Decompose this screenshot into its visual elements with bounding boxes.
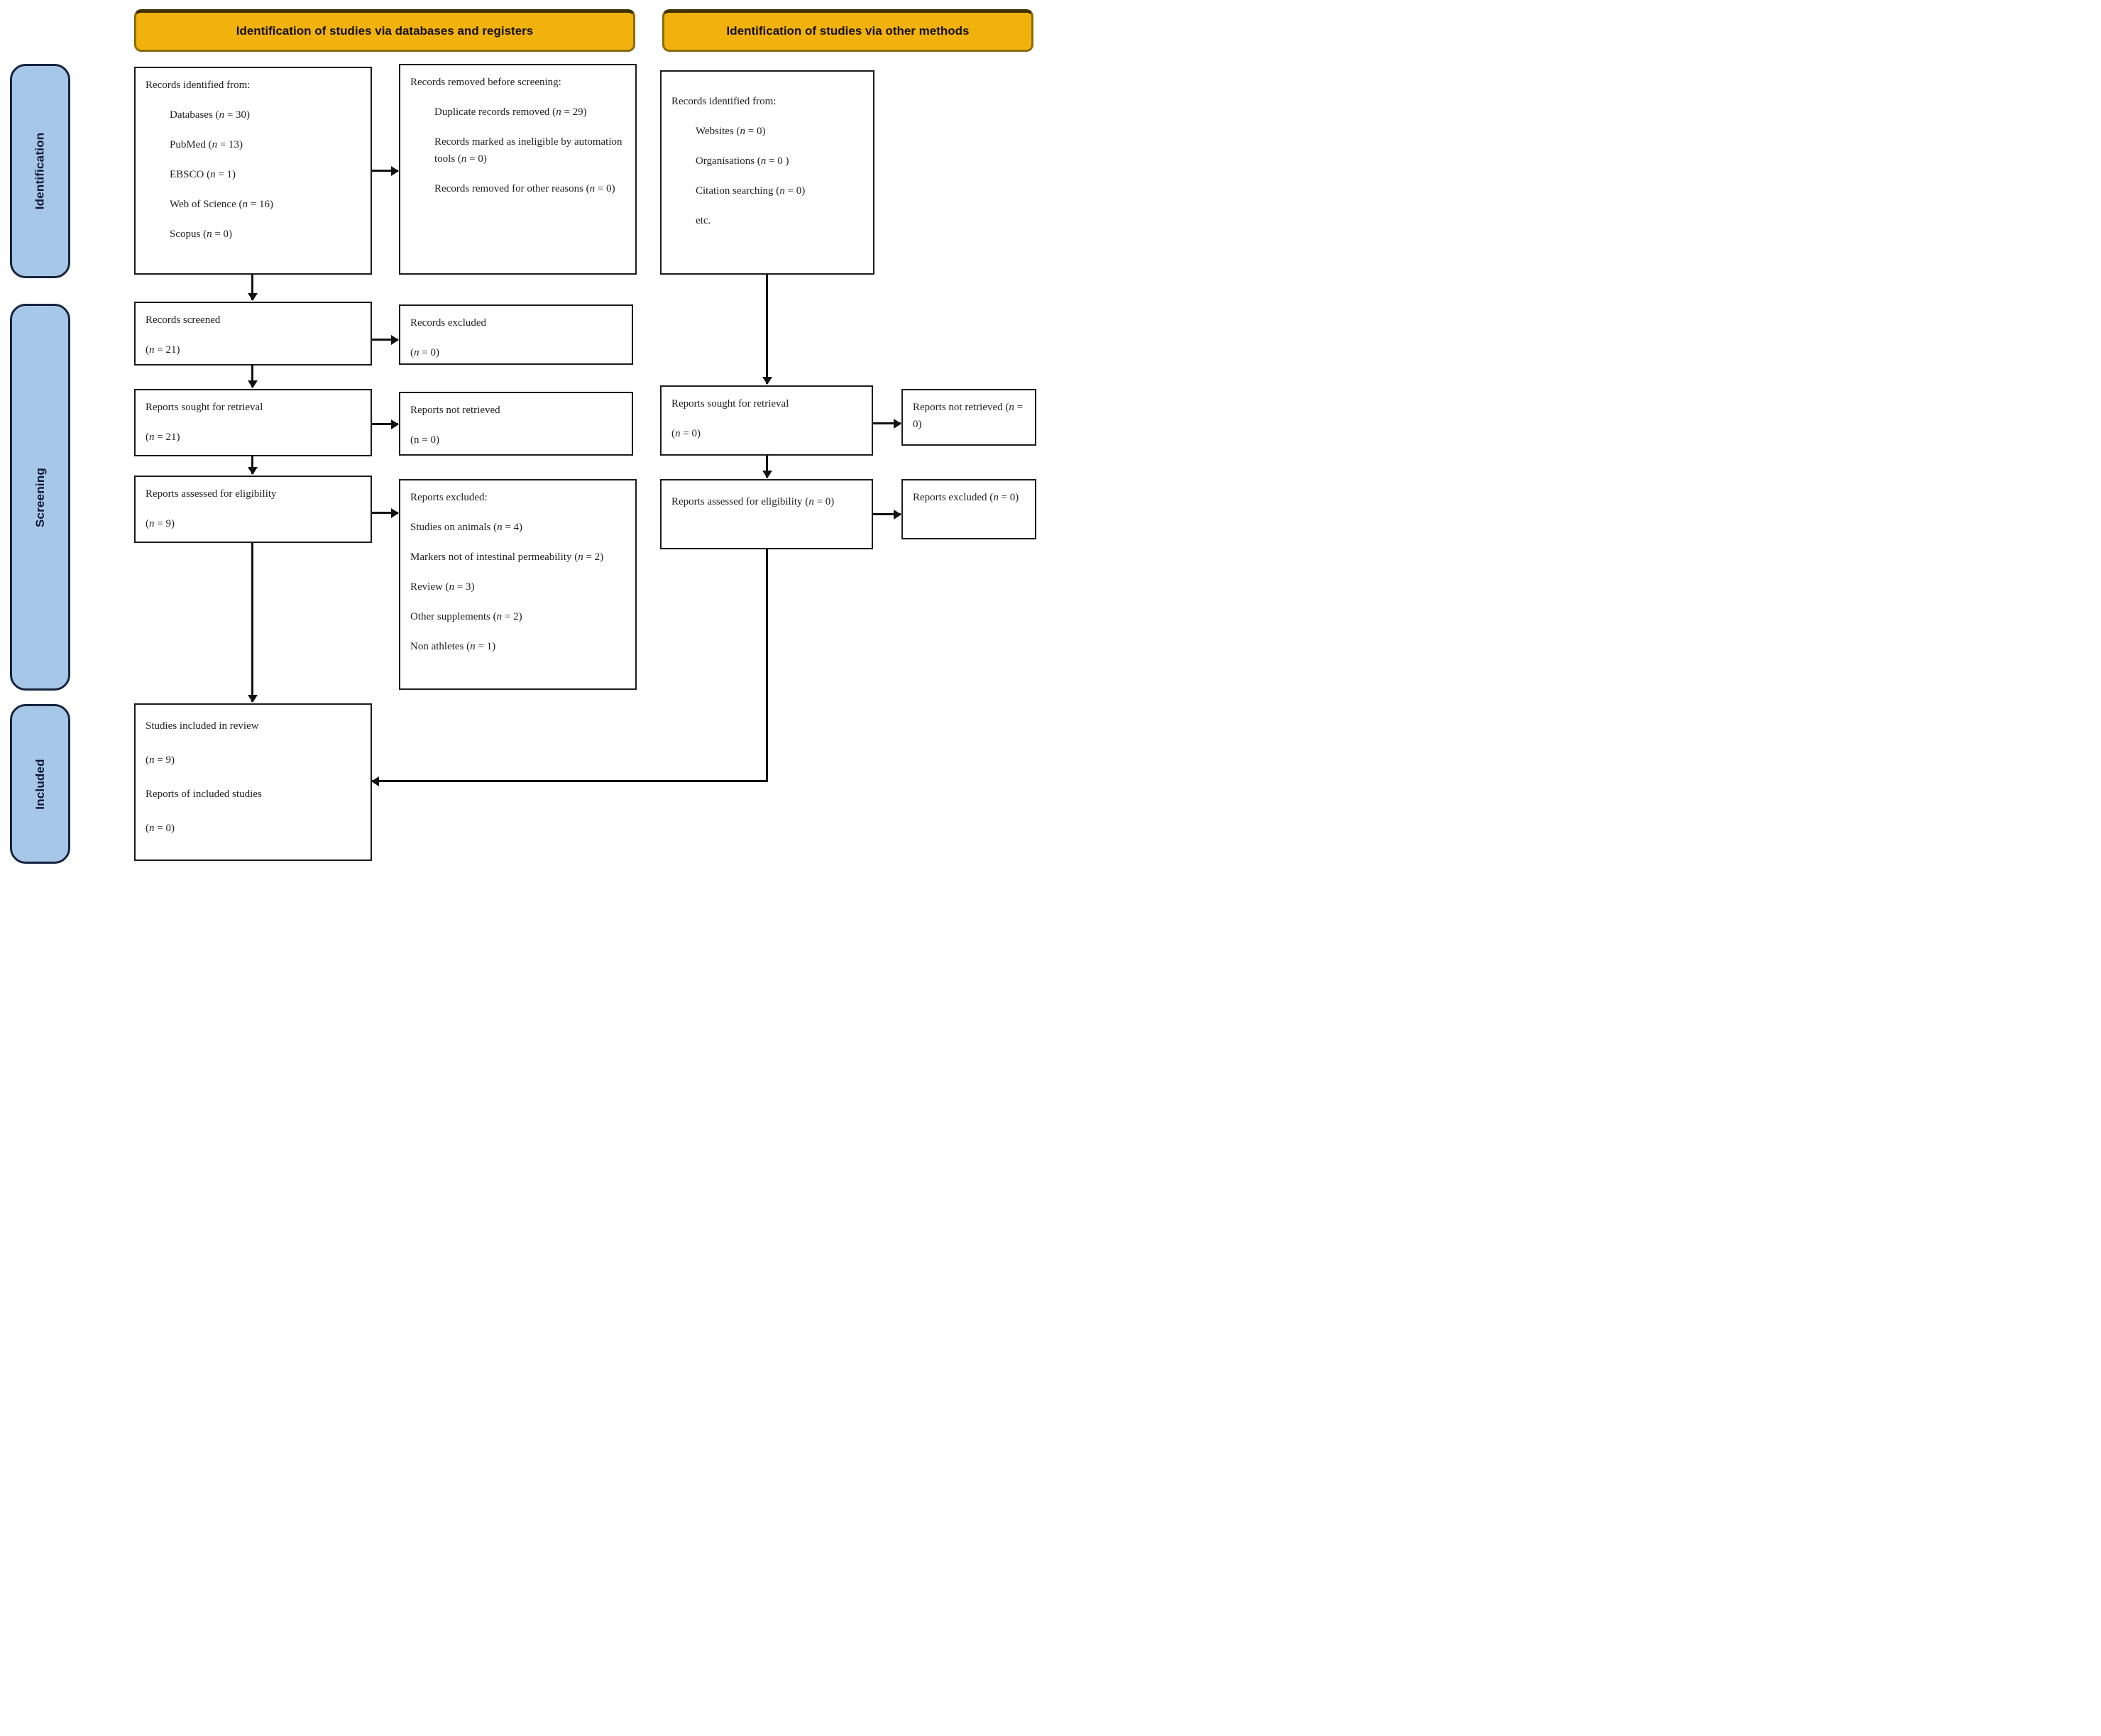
box-line: Scopus (n = 0)	[170, 229, 233, 240]
arrow-assessed-to-included	[251, 543, 253, 702]
box-line: (n = 9)	[146, 754, 175, 766]
arrow-other-identified-to-sought	[766, 275, 768, 384]
stage-identification-label: Identification	[33, 132, 47, 210]
box-reports-not-retrieved-databases: Reports not retrieved (n = 0)	[399, 392, 633, 456]
box-records-removed-before-screening: Records removed before screening: Duplic…	[399, 64, 637, 275]
arrow-screened-to-excluded	[372, 339, 398, 341]
box-line: Web of Science (n = 16)	[170, 199, 273, 210]
arrow-sought-to-not-retrieved	[372, 423, 398, 425]
box-line: Reports not retrieved	[410, 405, 500, 416]
stage-screening-label: Screening	[33, 467, 47, 527]
box-line: EBSCO (n = 1)	[170, 169, 236, 180]
box-line: Records excluded	[410, 317, 487, 329]
box-reports-sought-other: Reports sought for retrieval (n = 0)	[660, 385, 873, 456]
box-line: Review (n = 3)	[410, 581, 475, 593]
box-records-screened: Records screened (n = 21)	[134, 302, 372, 366]
box-line: (n = 0)	[146, 823, 175, 834]
arrow-identified-to-removed	[372, 170, 398, 172]
box-records-identified-databases: Records identified from: Databases (n = …	[134, 67, 372, 275]
connector-other-assessed-down	[766, 549, 768, 782]
box-line: Records removed before screening:	[410, 77, 561, 88]
box-line: PubMed (n = 13)	[170, 139, 243, 150]
box-records-excluded: Records excluded (n = 0)	[399, 304, 633, 365]
box-line: Records marked as ineligible by automati…	[434, 136, 622, 165]
header-databases-registers-label: Identification of studies via databases …	[236, 24, 534, 38]
box-line: Records identified from:	[146, 79, 251, 91]
box-studies-included: Studies included in review (n = 9) Repor…	[134, 703, 372, 861]
box-line: Duplicate records removed (n = 29)	[434, 106, 587, 118]
box-line: Reports of included studies	[146, 789, 262, 800]
prisma-flow-diagram: Identification of studies via databases …	[0, 0, 1050, 868]
stage-included-label: Included	[33, 758, 47, 810]
header-other-methods-label: Identification of studies via other meth…	[726, 24, 970, 38]
arrow-other-to-studies-included	[372, 780, 768, 782]
box-line: Reports excluded (n = 0)	[913, 492, 1019, 503]
box-line: Markers not of intestinal permeability (…	[410, 551, 604, 563]
box-records-identified-other: Records identified from: Websites (n = 0…	[660, 70, 874, 275]
box-line: Studies included in review	[146, 720, 259, 732]
box-line: Records screened	[146, 314, 221, 326]
arrow-sought-to-assessed	[251, 456, 253, 474]
stage-identification: Identification	[10, 64, 70, 278]
arrow-other-assessed-to-excluded	[873, 513, 901, 515]
arrow-other-sought-to-not-retrieved	[873, 422, 901, 424]
box-line: Citation searching (n = 0)	[696, 185, 806, 197]
box-line: Reports excluded:	[410, 492, 488, 503]
box-line: (n = 0)	[410, 347, 439, 358]
box-line: Databases (n = 30)	[170, 109, 251, 121]
box-reports-assessed-databases: Reports assessed for eligibility (n = 9)	[134, 476, 372, 543]
box-line: Reports assessed for eligibility	[146, 488, 277, 500]
box-line: Reports sought for retrieval	[671, 398, 789, 410]
box-line: Records removed for other reasons (n = 0…	[434, 183, 615, 194]
box-line: Reports assessed for eligibility (n = 0)	[671, 496, 835, 507]
box-line: Non athletes (n = 1)	[410, 641, 496, 652]
header-databases-registers: Identification of studies via databases …	[134, 9, 635, 52]
box-line: (n = 21)	[146, 344, 180, 356]
box-line: Websites (n = 0)	[696, 126, 766, 137]
arrow-identified-to-screened	[251, 275, 253, 300]
box-reports-excluded-databases: Reports excluded: Studies on animals (n …	[399, 479, 637, 690]
box-line: Reports not retrieved (n = 0)	[913, 402, 1024, 430]
box-line: (n = 0)	[671, 428, 701, 439]
box-reports-sought-databases: Reports sought for retrieval (n = 21)	[134, 389, 372, 456]
box-line: Organisations (n = 0 )	[696, 155, 789, 167]
arrow-screened-to-sought	[251, 365, 253, 388]
stage-screening: Screening	[10, 304, 70, 691]
box-line: Studies on animals (n = 4)	[410, 522, 523, 533]
stage-included: Included	[10, 704, 70, 864]
box-line: Reports sought for retrieval	[146, 402, 263, 413]
box-reports-assessed-other: Reports assessed for eligibility (n = 0)	[660, 479, 873, 549]
box-line: etc.	[696, 215, 711, 226]
arrow-assessed-to-reports-excluded	[372, 512, 398, 514]
box-line: (n = 9)	[146, 518, 175, 529]
box-reports-excluded-other: Reports excluded (n = 0)	[901, 479, 1036, 539]
arrow-other-sought-to-assessed	[766, 456, 768, 478]
header-other-methods: Identification of studies via other meth…	[662, 9, 1033, 52]
box-line: Other supplements (n = 2)	[410, 611, 522, 622]
box-reports-not-retrieved-other: Reports not retrieved (n = 0)	[901, 389, 1036, 446]
box-line: Records identified from:	[671, 96, 777, 107]
box-line: (n = 0)	[410, 434, 439, 446]
box-line: (n = 21)	[146, 432, 180, 443]
